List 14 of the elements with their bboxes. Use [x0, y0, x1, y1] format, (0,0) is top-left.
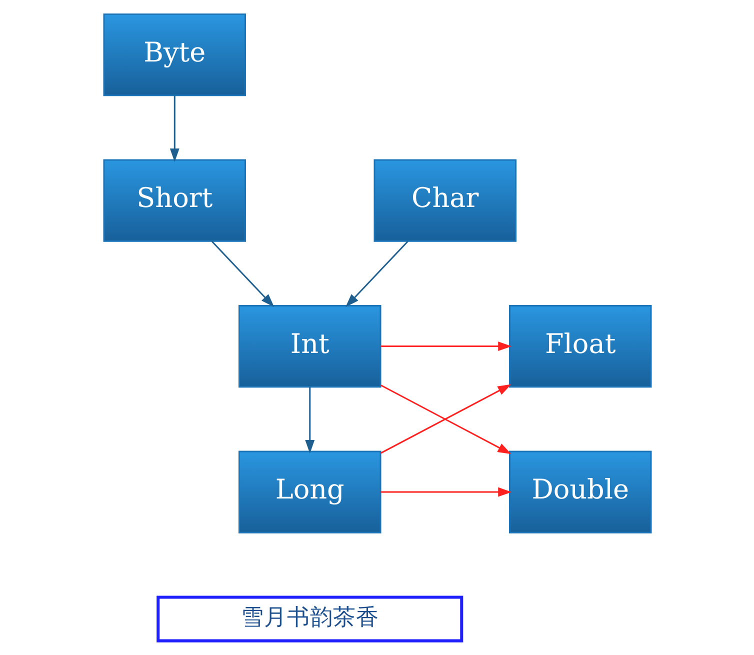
node-box: Byte [102, 13, 246, 96]
arrow [380, 342, 512, 352]
arrow [380, 487, 512, 497]
node-box: Short [102, 159, 246, 242]
node-box: Double [508, 450, 652, 534]
arrow [169, 96, 179, 162]
node-box: 雪月书韵茶香 [156, 596, 463, 642]
node-box: Char [373, 159, 516, 242]
node-box: Int [238, 304, 381, 388]
arrow [345, 240, 408, 308]
arrow [210, 240, 274, 308]
node-box: Long [238, 450, 381, 534]
arrow [304, 387, 314, 454]
node-box: Float [508, 304, 652, 388]
